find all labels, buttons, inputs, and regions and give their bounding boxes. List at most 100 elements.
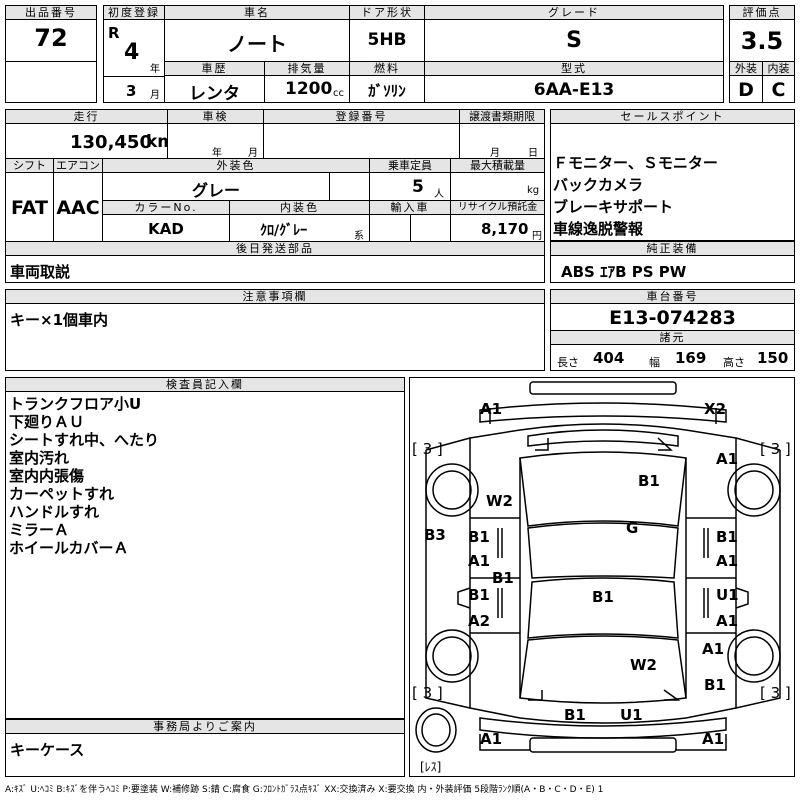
shift-box: FAT	[5, 172, 54, 242]
mark-bumper-b1: B1	[564, 706, 586, 724]
caution-box: キー×1個車内	[5, 303, 545, 371]
door-type: 5HB	[367, 30, 407, 50]
interior-box: C	[762, 75, 795, 103]
inspector-note: 室内内張傷	[9, 467, 85, 485]
mark-hood-b1: B1	[592, 588, 614, 606]
color-number-label: カラーNo.	[102, 200, 230, 215]
import-divider	[410, 214, 411, 242]
car-name-box: ノート	[164, 19, 350, 62]
era: R	[108, 24, 120, 42]
equipment: ABS ｴｱB PS PW	[561, 263, 687, 281]
mark-rdoor2-a1: A1	[716, 612, 739, 630]
mark-right-b1: B1	[704, 676, 726, 694]
car-name-label: 車名	[164, 5, 350, 20]
sales-points-list: Ｆモニター、Ｓモニター バックカメラ ブレーキサポート 車線逸脱警報	[553, 152, 718, 240]
equipment-label: 純正装備	[550, 241, 795, 256]
mileage: 130,450	[70, 132, 152, 153]
later-parts-label: 後日発送部品	[5, 241, 545, 256]
max-load-unit: kg	[527, 185, 540, 196]
import-label: 輸入車	[369, 200, 451, 215]
caution: キー×1個車内	[10, 311, 109, 329]
mileage-label: 走行	[5, 109, 168, 124]
model-box: 6AA-E13	[424, 75, 724, 103]
mark-rear-left-wheel: [ 3 ]	[412, 440, 443, 458]
mark-ldoor2-a2: A2	[468, 612, 491, 630]
month-unit: 月	[150, 90, 160, 101]
door-label: ドア形状	[349, 5, 425, 20]
mark-bottom-right-a1: A1	[702, 730, 725, 748]
mark-rear-right-wheel: [ 3 ]	[760, 440, 791, 458]
fuel: ｶﾞｿﾘﾝ	[368, 82, 406, 100]
exterior-box: D	[729, 75, 763, 103]
displacement: 1200	[285, 79, 333, 99]
lot-number-box: 72	[5, 19, 97, 62]
recycle: 8,170	[481, 220, 529, 238]
mark-ldoor1-b1: B1	[468, 528, 490, 546]
car-outline	[415, 381, 781, 753]
recycle-box: 8,170 円	[450, 214, 545, 242]
mileage-box: 130,450 km	[5, 123, 168, 159]
width: 169	[675, 349, 707, 367]
aircon-box: AAC	[53, 172, 103, 242]
height-label: 高さ	[723, 356, 745, 369]
max-load-label: 最大積載量	[450, 158, 545, 173]
caution-label: 注意事項欄	[5, 289, 545, 304]
interior-label: 内装	[762, 61, 795, 76]
inspector-note: 下廻りＡＵ	[9, 413, 85, 431]
capacity-box: 5 人	[369, 172, 451, 201]
year-unit: 年	[150, 64, 160, 75]
recycle-unit: 円	[532, 231, 542, 242]
month: 3	[126, 82, 137, 100]
color-number-box: KAD	[102, 214, 230, 242]
model-label: 型式	[424, 61, 724, 76]
mark-ldoor1-a1: A1	[468, 552, 491, 570]
mark-top-right: X2	[704, 400, 727, 418]
max-load-box: kg	[450, 172, 545, 201]
shift: FAT	[11, 197, 48, 219]
score-box: 3.5	[729, 19, 795, 62]
chassis-number: E13-074283	[609, 307, 736, 329]
exterior-label: 外装	[729, 61, 763, 76]
interior-color-box: ｸﾛ/ｸﾞﾚｰ 系	[229, 214, 370, 242]
inspection-month-unit: 月	[248, 148, 258, 159]
displacement-box: 1200 cc	[264, 75, 350, 103]
mark-ldoor2-b1: B1	[468, 586, 490, 604]
capacity: 5	[412, 177, 424, 197]
inspector-note: カーペットすれ	[9, 485, 115, 503]
mark-rear-right-a1: A1	[716, 450, 739, 468]
year: 4	[124, 40, 140, 65]
inspector-note: ハンドルすれ	[9, 503, 100, 521]
sales-point-item: 車線逸脱警報	[553, 220, 644, 238]
displacement-unit: cc	[333, 88, 344, 99]
specs-box: 長さ 404 幅 169 高さ 150	[550, 344, 795, 371]
exterior-color: グレー	[191, 181, 240, 200]
sales-points-label: セールスポイント	[550, 109, 795, 124]
inspector-note: 室内汚れ	[9, 449, 70, 467]
width-label: 幅	[649, 356, 660, 369]
mark-front-w2: W2	[630, 656, 657, 674]
aircon: AAC	[56, 197, 100, 219]
registration-number-label: 登録番号	[263, 109, 460, 124]
shift-label: シフト	[5, 158, 54, 173]
inspector-notes-box: トランクフロア小U 下廻りＡＵ シートすれ中、へたり 室内汚れ 室内内張傷 カー…	[5, 391, 405, 719]
door-box: 5HB	[349, 19, 425, 62]
exterior-color-label: 外装色	[102, 158, 370, 173]
later-parts: 車両取説	[10, 263, 71, 281]
sales-point-item: ブレーキサポート	[553, 198, 674, 216]
mark-left-w2: W2	[486, 492, 513, 510]
mark-center-b1: B1	[492, 569, 514, 587]
color-number: KAD	[148, 220, 184, 238]
height: 150	[757, 349, 789, 367]
inspector-note: ホイールカバーＡ	[9, 539, 129, 557]
office-label: 事務局よりご案内	[5, 719, 405, 734]
model: 6AA-E13	[533, 80, 615, 100]
mark-rdoor1-b1: B1	[716, 528, 738, 546]
interior-color-label: 内装色	[229, 200, 370, 215]
equipment-box: ABS ｴｱB PS PW	[550, 255, 795, 283]
history-box: レンタ	[164, 75, 265, 103]
inspection-label: 車検	[167, 109, 264, 124]
office-note: キーケース	[10, 741, 85, 759]
legend: A:ｷｽﾞ U:ﾍｺﾐ B:ｷｽﾞを伴うﾍｺﾐ P:要塗装 W:補修跡 S:錆 …	[5, 785, 604, 795]
car-diagram: A1 X2 [ 3 ] [ 3 ] A1 B1 W2 G B3 B1 A1 B1…	[409, 377, 795, 777]
fuel-label: 燃料	[349, 61, 425, 76]
